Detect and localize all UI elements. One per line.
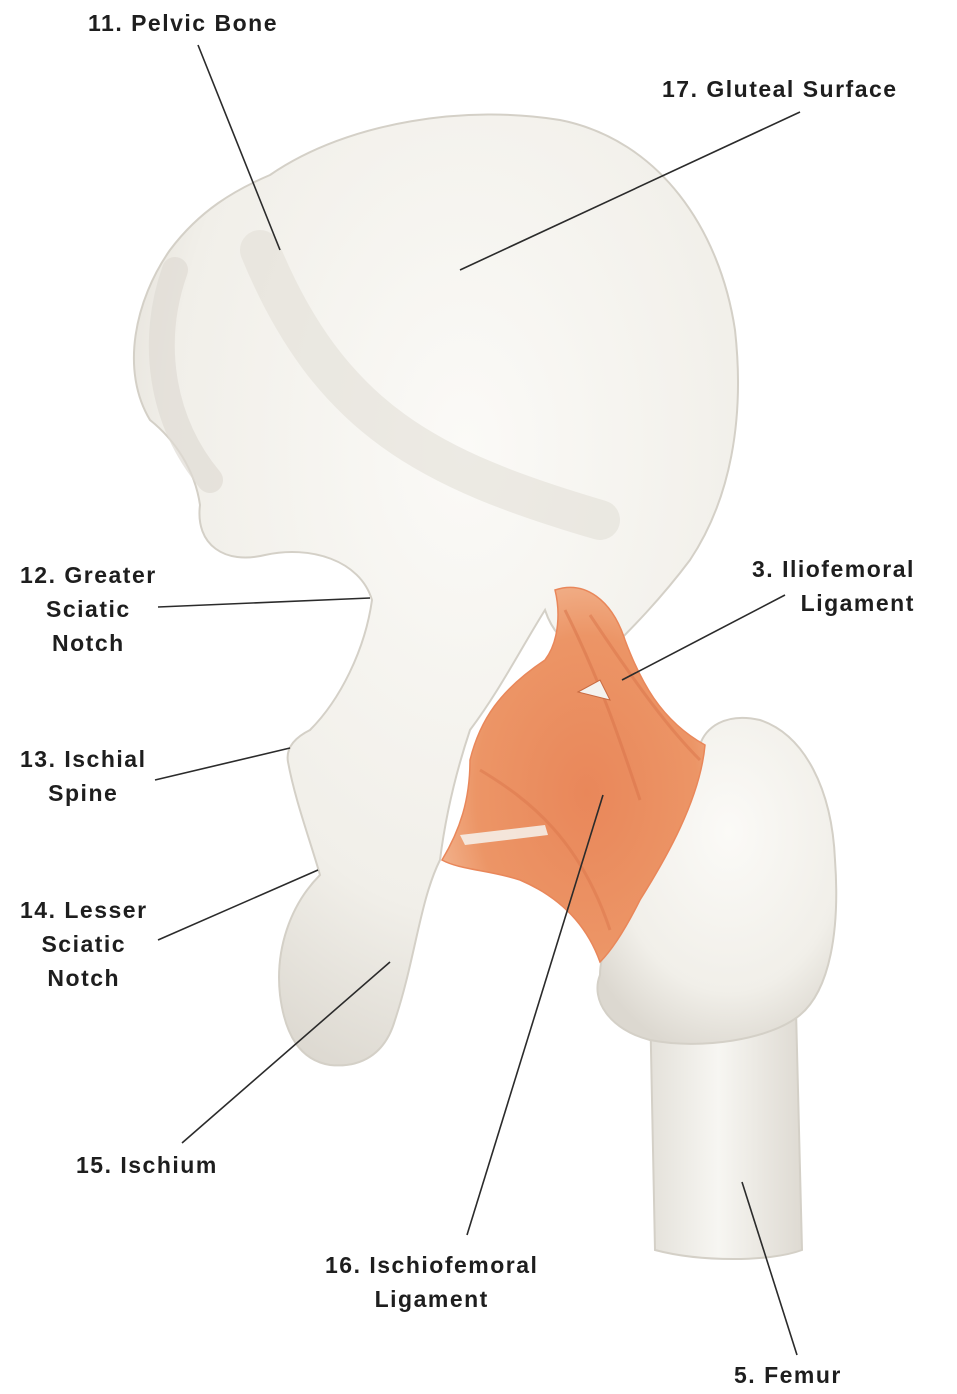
label-line: 16. Ischiofemoral (325, 1248, 538, 1282)
label-line: Sciatic (20, 927, 148, 961)
label-line: 13. Ischial (20, 742, 146, 776)
label-ischium: 15. Ischium (76, 1148, 218, 1182)
label-line: Notch (20, 626, 157, 660)
leader-line-ischial-spine (155, 748, 290, 780)
label-ischiofemoral-ligament: 16. Ischiofemoral Ligament (325, 1248, 538, 1316)
label-line: Ligament (752, 586, 915, 620)
label-line: Ligament (325, 1282, 538, 1316)
label-gluteal-surface: 17. Gluteal Surface (662, 72, 898, 106)
label-ischial-spine: 13. Ischial Spine (20, 742, 146, 810)
label-femur: 5. Femur (734, 1358, 842, 1392)
label-iliofemoral-ligament: 3. Iliofemoral Ligament (752, 552, 915, 620)
label-line: 3. Iliofemoral (752, 552, 915, 586)
label-line: 14. Lesser (20, 893, 148, 927)
label-pelvic-bone-text: 11. Pelvic Bone (88, 6, 278, 40)
label-line: 12. Greater (20, 558, 157, 592)
label-pelvic-bone: 11. Pelvic Bone (88, 6, 278, 40)
label-greater-sciatic-notch: 12. Greater Sciatic Notch (20, 558, 157, 660)
label-ischium-text: 15. Ischium (76, 1148, 218, 1182)
label-gluteal-surface-text: 17. Gluteal Surface (662, 72, 898, 106)
label-line: Spine (20, 776, 146, 810)
label-lesser-sciatic-notch: 14. Lesser Sciatic Notch (20, 893, 148, 995)
label-line: Notch (20, 961, 148, 995)
leader-line-greater-sciatic-notch (158, 598, 370, 607)
label-femur-text: 5. Femur (734, 1358, 842, 1392)
label-line: Sciatic (20, 592, 157, 626)
